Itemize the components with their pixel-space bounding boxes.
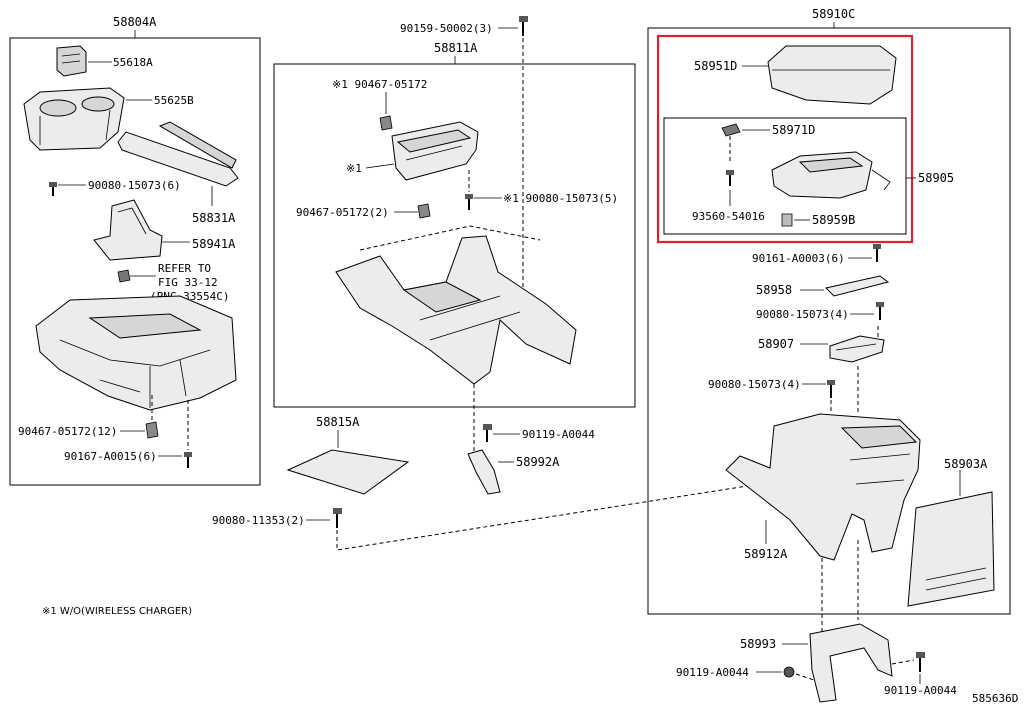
clip-icon bbox=[145, 421, 159, 439]
part-58992A-group: 90119-A0044 58992A bbox=[467, 384, 595, 495]
group-box-58905 bbox=[663, 117, 907, 235]
group-label-58804A: 58804A bbox=[113, 15, 157, 29]
bolt-icon bbox=[49, 182, 57, 196]
part-58951D[interactable] bbox=[767, 45, 897, 105]
label-58831A: 58831A bbox=[192, 211, 236, 225]
label-58958: 58958 bbox=[756, 283, 792, 297]
part-tray[interactable] bbox=[391, 121, 479, 181]
part-58941A[interactable] bbox=[93, 199, 163, 261]
clip-icon bbox=[379, 115, 393, 131]
bolt-icon bbox=[519, 16, 528, 36]
part-55625B[interactable] bbox=[23, 87, 125, 151]
label-90119-A0044-a: 90119-A0044 bbox=[522, 428, 595, 441]
part-58907[interactable] bbox=[829, 335, 885, 363]
bolt-icon bbox=[783, 666, 795, 678]
part-console-upper[interactable] bbox=[335, 225, 577, 385]
part-console-lower[interactable] bbox=[35, 295, 237, 411]
label-58907: 58907 bbox=[758, 337, 794, 351]
label-90080-15073-4b: 90080-15073(4) bbox=[708, 378, 801, 391]
label-58912A: 58912A bbox=[744, 547, 788, 561]
part-58959B[interactable] bbox=[781, 213, 793, 227]
label-58951D: 58951D bbox=[694, 59, 737, 73]
label-55618A: 55618A bbox=[113, 56, 153, 69]
label-90080-11353-2: 90080-11353(2) bbox=[212, 514, 305, 527]
group-box-58811A bbox=[273, 63, 636, 408]
group-label-58811A: 58811A bbox=[434, 41, 478, 55]
bolt-icon bbox=[916, 652, 925, 672]
label-90119-A0044-c: 90119-A0044 bbox=[884, 684, 957, 697]
label-58941A: 58941A bbox=[192, 237, 236, 251]
bolt-icon bbox=[333, 508, 342, 528]
label-58993: 58993 bbox=[740, 637, 776, 651]
label-90467-05172-mark: ※1 90467-05172 bbox=[332, 78, 427, 91]
group-box-58910C bbox=[647, 27, 1011, 615]
label-90080-15073-5: ※1 90080-15073(5) bbox=[503, 192, 618, 205]
part-58992A[interactable] bbox=[467, 449, 501, 495]
label-58959B: 58959B bbox=[812, 213, 855, 227]
label-90161-A0003-6: 90161-A0003(6) bbox=[752, 252, 845, 265]
clip-icon bbox=[117, 269, 131, 283]
label-58905: 58905 bbox=[918, 171, 954, 185]
part-58993-group: 58993 90119-A0044 90119-A0044 bbox=[676, 623, 957, 703]
label-90467-05172-2: 90467-05172(2) bbox=[296, 206, 389, 219]
part-90080-11353-group: 90080-11353(2) bbox=[212, 483, 761, 551]
part-55618A[interactable] bbox=[56, 45, 87, 77]
label-mark1: ※1 bbox=[346, 162, 362, 175]
label-90119-A0044-b: 90119-A0044 bbox=[676, 666, 749, 679]
part-58903A[interactable] bbox=[907, 491, 995, 607]
screw-icon bbox=[876, 302, 884, 320]
screw-icon bbox=[726, 170, 734, 186]
diagram-id: 585636D bbox=[972, 692, 1018, 705]
group-58804A: 58804A 55618A 55625B 58831A 90 bbox=[9, 15, 261, 486]
refer-note-line1: REFER TO bbox=[158, 262, 211, 275]
label-58971D: 58971D bbox=[772, 123, 815, 137]
screw-icon bbox=[465, 194, 473, 210]
part-hinge-bracket[interactable] bbox=[771, 151, 891, 199]
label-58992A: 58992A bbox=[516, 455, 560, 469]
label-90080-15073-6: 90080-15073(6) bbox=[88, 179, 181, 192]
screw-icon bbox=[873, 244, 881, 262]
label-90159-50002-3: 90159-50002(3) bbox=[400, 22, 493, 35]
label-55625B: 55625B bbox=[154, 94, 194, 107]
part-58815A[interactable] bbox=[286, 449, 410, 495]
label-58903A: 58903A bbox=[944, 457, 988, 471]
part-58993[interactable] bbox=[809, 623, 893, 703]
part-58912A[interactable] bbox=[725, 413, 921, 561]
label-93560-54016: 93560-54016 bbox=[692, 210, 765, 223]
part-58831A[interactable] bbox=[117, 121, 239, 187]
label-58815A: 58815A bbox=[316, 415, 360, 429]
part-58958[interactable] bbox=[825, 275, 890, 297]
screw-icon bbox=[827, 380, 835, 398]
group-label-58910C: 58910C bbox=[812, 7, 855, 21]
label-90080-15073-4a: 90080-15073(4) bbox=[756, 308, 849, 321]
label-90167-A0015-6: 90167-A0015(6) bbox=[64, 450, 157, 463]
highlight-58905-assembly[interactable] bbox=[656, 34, 914, 244]
screw-icon bbox=[184, 452, 192, 468]
footnote: ※1 W/O(WIRELESS CHARGER) bbox=[42, 606, 192, 617]
refer-note-line2: FIG 33-12 bbox=[158, 276, 218, 289]
group-58910C: 58910C 58951D 58905 58971D bbox=[647, 7, 1011, 640]
clip-icon bbox=[417, 203, 431, 219]
bolt-icon bbox=[483, 424, 492, 442]
part-58815A-group: 58815A bbox=[286, 415, 410, 495]
group-58811A: 90159-50002(3) 58811A ※1 90467-05172 ※1 … bbox=[273, 16, 636, 408]
part-58971D[interactable] bbox=[721, 123, 741, 137]
label-90467-05172-12: 90467-05172(12) bbox=[18, 425, 117, 438]
